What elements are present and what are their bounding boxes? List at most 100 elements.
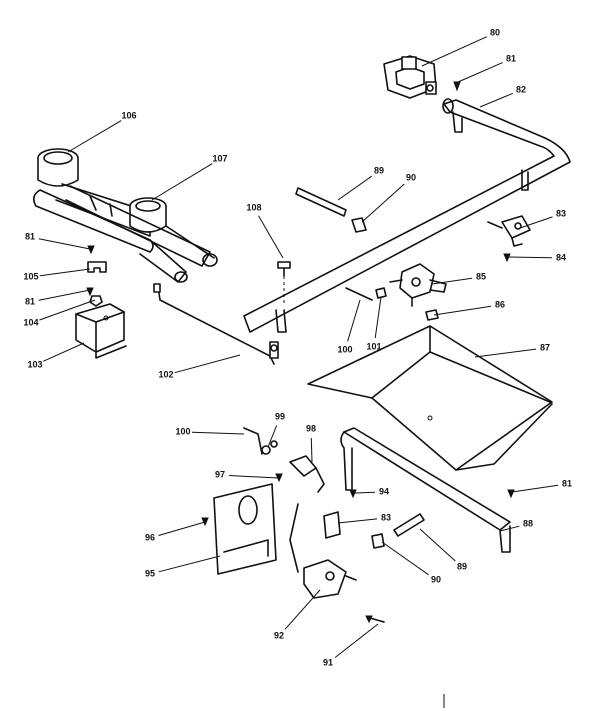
burner-valve (389, 263, 447, 307)
callout-104: 104 (23, 317, 38, 327)
leader-lines (38, 36, 559, 658)
callout-90: 90 (406, 172, 416, 182)
callout-101: 101 (366, 341, 381, 351)
callout-87: 87 (540, 342, 550, 352)
callout-80: 80 (490, 27, 500, 37)
callout-81: 81 (506, 53, 516, 63)
leader-line-105 (39, 268, 91, 277)
callout-90: 90 (431, 574, 441, 584)
callout-81: 81 (25, 296, 35, 306)
leader-line-83 (337, 518, 378, 524)
pressure-regulator (383, 55, 437, 99)
pin (375, 287, 387, 299)
screw (453, 81, 461, 92)
leader-line-98 (310, 437, 313, 463)
clip (425, 309, 439, 321)
callout-82: 82 (516, 84, 526, 94)
screw-lower-right (507, 489, 515, 499)
burner-tube-lower (393, 513, 425, 537)
leader-line-89 (337, 175, 372, 201)
callout-106: 106 (121, 110, 136, 120)
callout-83: 83 (381, 512, 391, 522)
callout-108: 108 (246, 202, 261, 212)
callout-92: 92 (274, 630, 284, 640)
burner-bracket (87, 261, 107, 273)
nut (89, 295, 103, 307)
igniter (289, 455, 325, 493)
leader-line-99 (267, 425, 278, 448)
valve-lower (323, 511, 341, 539)
leader-line-81 (38, 289, 91, 301)
callout-105: 105 (23, 271, 38, 281)
leader-line-81 (457, 62, 503, 83)
burner-shield (307, 325, 553, 471)
leader-line-84 (507, 256, 553, 259)
leader-line-88 (499, 525, 520, 532)
callout-94: 94 (379, 486, 389, 496)
leader-line-89 (419, 528, 456, 562)
callout-100: 100 (337, 344, 352, 354)
callout-100: 100 (175, 426, 190, 436)
manifold-pipe (243, 98, 571, 333)
leader-line-92 (284, 589, 321, 630)
leader-line-91 (334, 623, 379, 658)
lower-support-rail (340, 427, 511, 553)
nuts (261, 440, 278, 455)
leader-line-108 (258, 215, 284, 259)
screw-left-1 (87, 245, 95, 255)
leader-line-94 (354, 491, 376, 494)
leader-line-106 (67, 120, 122, 153)
rod-upper (345, 287, 373, 301)
front-burner (65, 185, 218, 267)
rear-burner (32, 148, 188, 283)
leader-line-90 (361, 183, 405, 223)
leader-line-104 (39, 299, 96, 321)
screw-94 (349, 489, 357, 499)
leader-line-83 (519, 216, 553, 229)
burner-valve-lower (289, 503, 357, 599)
screw-left-2 (86, 287, 94, 297)
mounting-screw (277, 261, 291, 277)
leader-line-95 (158, 555, 221, 573)
leader-line-103 (42, 342, 85, 362)
leader-line-102 (174, 354, 241, 374)
leader-line-97 (228, 475, 279, 479)
leader-line-100 (191, 431, 245, 435)
callout-85: 85 (476, 271, 486, 281)
callout-97: 97 (215, 469, 225, 479)
callout-89: 89 (374, 165, 384, 175)
leader-line-96 (158, 521, 206, 536)
screw-91 (365, 615, 385, 624)
burner-tube-upper (295, 187, 347, 217)
callout-88: 88 (523, 518, 533, 528)
leader-line-81 (511, 484, 559, 493)
callout-89: 89 (457, 561, 467, 571)
leader-line-82 (479, 92, 513, 108)
callout-81: 81 (562, 478, 572, 488)
leader-line-87 (474, 348, 537, 358)
leader-line-80 (421, 36, 488, 67)
callout-81: 81 (25, 231, 35, 241)
burner-valve-right (487, 215, 531, 247)
callout-86: 86 (495, 299, 505, 309)
callout-84: 84 (556, 252, 566, 262)
callout-83: 83 (556, 208, 566, 218)
callout-107: 107 (212, 153, 227, 163)
callout-103: 103 (27, 359, 42, 369)
leader-line-81 (38, 238, 91, 250)
screw-96 (201, 517, 209, 527)
callout-99: 99 (275, 411, 285, 421)
leader-line-85 (431, 277, 473, 285)
callout-91: 91 (323, 657, 333, 667)
leader-line-107 (151, 163, 213, 201)
callout-96: 96 (145, 532, 155, 542)
callout-98: 98 (306, 423, 316, 433)
leader-line-90 (381, 541, 429, 576)
spark-module-bracket (75, 303, 127, 359)
orifice-lower (371, 533, 385, 549)
leader-line-100 (347, 299, 361, 342)
callout-95: 95 (145, 568, 155, 578)
leader-line-101 (374, 296, 382, 339)
callout-102: 102 (158, 369, 173, 379)
rod-lower (243, 427, 263, 455)
